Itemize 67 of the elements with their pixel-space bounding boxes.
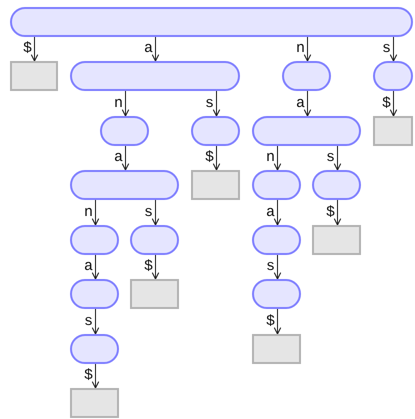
rounded-node xyxy=(70,334,119,364)
rounded-node xyxy=(252,170,301,200)
edge-label: $ xyxy=(204,150,214,165)
rounded-node xyxy=(70,279,119,309)
arrow xyxy=(304,90,312,117)
edge-label: a xyxy=(264,205,275,220)
rounded-node xyxy=(373,61,413,91)
edge-label: s xyxy=(324,150,335,165)
arrow xyxy=(92,254,100,280)
arrow xyxy=(122,146,130,171)
arrow xyxy=(122,90,130,117)
edge-label: a xyxy=(112,150,123,165)
leaf-box xyxy=(312,225,361,255)
edge-label: $ xyxy=(324,205,335,220)
arrow xyxy=(92,364,100,389)
edge-label: n xyxy=(294,41,305,56)
arrow xyxy=(30,36,38,62)
edge-label: s xyxy=(82,314,93,329)
arrow xyxy=(152,36,160,62)
arrow xyxy=(212,90,220,117)
arrow xyxy=(92,308,100,335)
rounded-node xyxy=(252,279,301,309)
rounded-node xyxy=(130,225,179,255)
arrow xyxy=(274,146,282,171)
edge-label: n xyxy=(264,150,275,165)
edge-label: $ xyxy=(380,96,391,111)
rounded-node xyxy=(70,225,119,255)
rounded-node xyxy=(252,225,301,255)
arrow xyxy=(334,146,342,171)
rounded-node xyxy=(100,116,149,146)
arrow xyxy=(92,200,100,226)
arrow xyxy=(152,254,160,280)
edge-label: s xyxy=(142,205,153,220)
arrow xyxy=(274,200,282,226)
edge-label: s xyxy=(380,41,391,56)
rounded-node xyxy=(312,170,361,200)
rounded-node xyxy=(10,7,413,37)
rounded-node xyxy=(282,61,331,91)
arrow xyxy=(304,36,312,62)
leaf-box xyxy=(252,334,301,364)
edge-label: n xyxy=(82,205,93,220)
arrow xyxy=(334,200,342,226)
leaf-box xyxy=(373,116,413,146)
edge-label: $ xyxy=(22,41,32,56)
arrow xyxy=(274,254,282,280)
leaf-box xyxy=(10,61,58,91)
rounded-node xyxy=(70,170,179,200)
rounded-node xyxy=(191,116,240,146)
edge-label: s xyxy=(204,96,214,111)
edge-label: s xyxy=(264,259,275,274)
edge-label: n xyxy=(112,96,123,111)
edge-label: $ xyxy=(142,259,153,274)
arrow xyxy=(212,146,220,171)
rounded-node xyxy=(70,61,240,91)
edge-label: a xyxy=(142,41,153,56)
edge-label: $ xyxy=(82,368,93,383)
leaf-box xyxy=(191,170,240,200)
arrow xyxy=(390,36,398,62)
edge-label: a xyxy=(82,259,93,274)
arrow xyxy=(390,90,398,117)
leaf-box xyxy=(130,279,179,309)
edge-label: a xyxy=(294,96,305,111)
edge-label: $ xyxy=(264,314,275,329)
rounded-node xyxy=(252,116,361,146)
arrow xyxy=(152,200,160,226)
arrow xyxy=(274,308,282,335)
leaf-box xyxy=(70,388,119,418)
